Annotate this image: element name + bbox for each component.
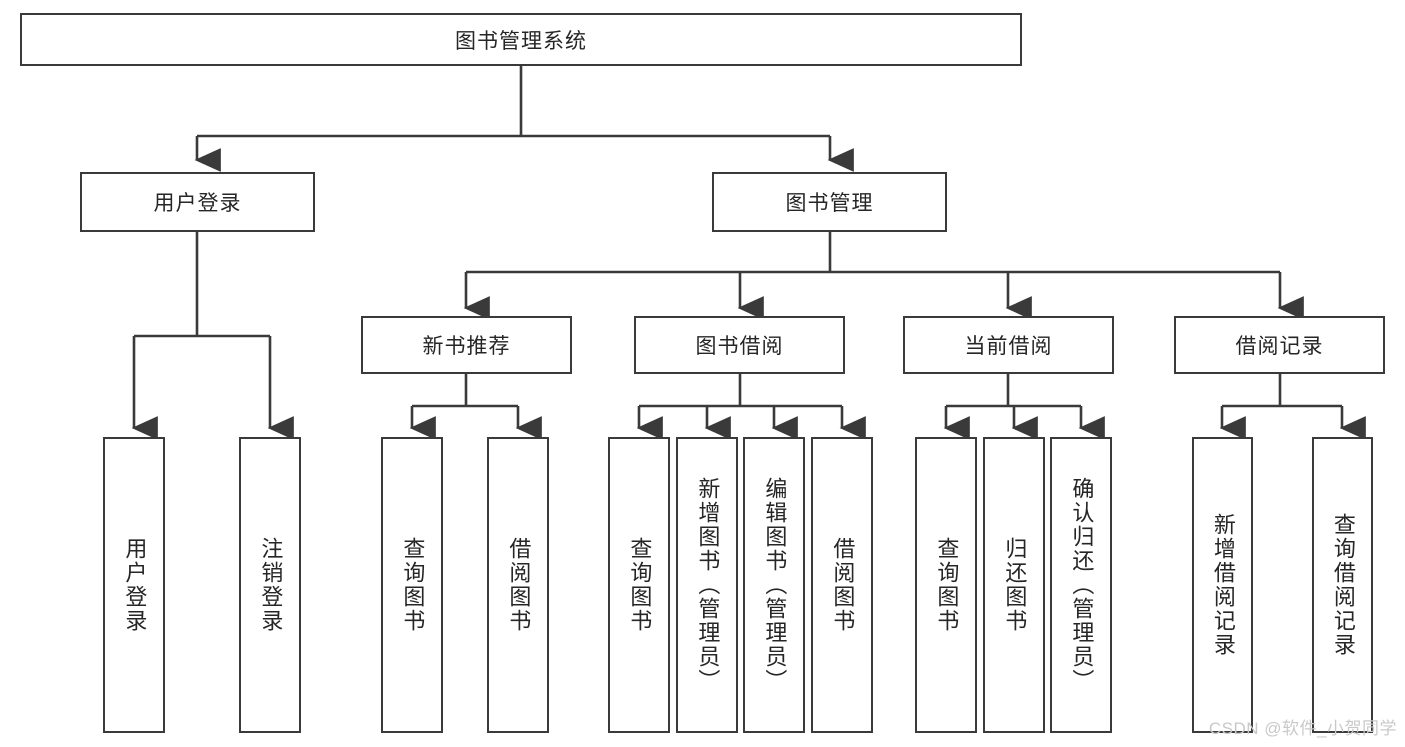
node-label: 注销登录 — [258, 537, 284, 633]
node-label: 查询图书 — [627, 537, 653, 633]
node-label: 归还图书 — [1002, 537, 1028, 633]
node-label: 新书推荐 — [422, 335, 511, 358]
node-label: 用户登录 — [153, 192, 242, 215]
leaf-recommend-query-book[interactable]: 查询图书 — [381, 437, 443, 733]
node-root-system[interactable]: 图书管理系统 — [20, 13, 1022, 66]
node-book-management[interactable]: 图书管理 — [712, 172, 947, 232]
node-new-book-recommend[interactable]: 新书推荐 — [361, 316, 572, 374]
leaf-current-return-book[interactable]: 归还图书 — [983, 437, 1045, 733]
leaf-current-confirm-return-admin[interactable]: 确认归还（管理员） — [1050, 437, 1112, 733]
leaf-borrow-edit-book-admin[interactable]: 编辑图书（管理员） — [743, 437, 805, 733]
leaf-borrow-borrow-book[interactable]: 借阅图书 — [811, 437, 873, 733]
leaf-record-add-record[interactable]: 新增借阅记录 — [1192, 437, 1253, 733]
node-label: 借阅图书 — [830, 537, 856, 633]
node-label: 图书借阅 — [695, 335, 784, 358]
leaf-borrow-add-book-admin[interactable]: 新增图书（管理员） — [676, 437, 738, 733]
node-label: 借阅记录 — [1235, 335, 1324, 358]
node-label: 确认归还（管理员） — [1069, 477, 1095, 693]
node-label: 图书管理 — [785, 192, 874, 215]
node-label: 用户登录 — [122, 537, 148, 633]
node-label: 查询图书 — [400, 537, 426, 633]
node-borrow-record[interactable]: 借阅记录 — [1174, 316, 1385, 374]
node-label: 查询借阅记录 — [1330, 513, 1356, 657]
leaf-user-login-login[interactable]: 用户登录 — [103, 437, 165, 733]
leaf-recommend-borrow-book[interactable]: 借阅图书 — [487, 437, 549, 733]
node-user-login[interactable]: 用户登录 — [80, 172, 315, 232]
node-book-borrow[interactable]: 图书借阅 — [634, 316, 845, 374]
leaf-current-query-book[interactable]: 查询图书 — [915, 437, 977, 733]
csdn-watermark: CSDN @软件_小贺同学 — [1208, 719, 1397, 738]
node-label: 当前借阅 — [964, 335, 1053, 358]
leaf-user-login-logout[interactable]: 注销登录 — [239, 437, 301, 733]
node-label: 新增借阅记录 — [1210, 513, 1236, 657]
node-label: 查询图书 — [934, 537, 960, 633]
leaf-borrow-query-book[interactable]: 查询图书 — [608, 437, 670, 733]
node-label: 借阅图书 — [506, 537, 532, 633]
node-label: 编辑图书（管理员） — [762, 477, 788, 693]
node-current-borrow[interactable]: 当前借阅 — [903, 316, 1114, 374]
leaf-record-query-record[interactable]: 查询借阅记录 — [1312, 437, 1373, 733]
node-label: 新增图书（管理员） — [695, 477, 721, 693]
node-label: 图书管理系统 — [455, 29, 587, 53]
